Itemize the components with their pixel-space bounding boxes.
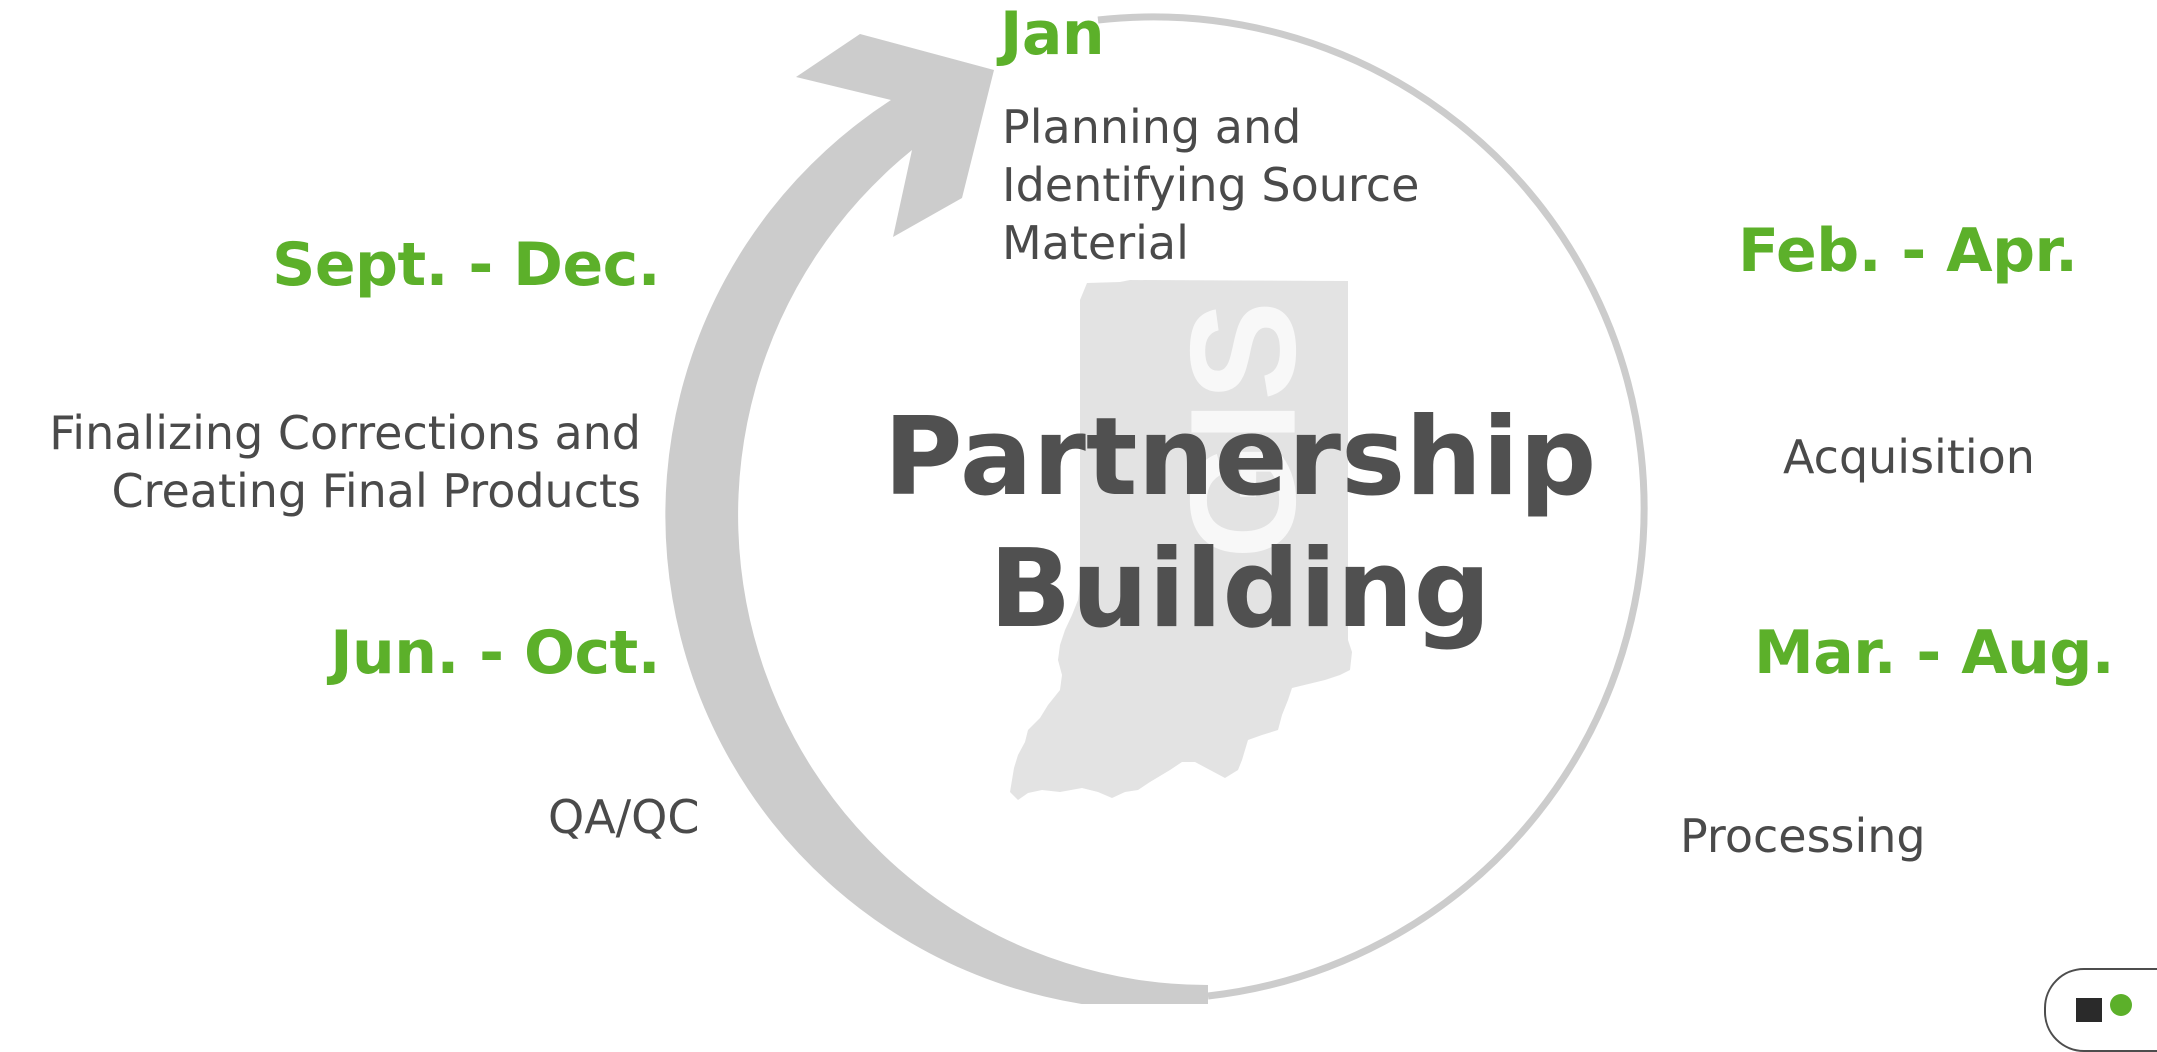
stage-description-sept-dec: Finalizing Corrections and Creating Fina… xyxy=(49,406,641,518)
cycle-diagram: GIS Jan Planning and Identifying Source … xyxy=(49,0,2157,1052)
corner-dark-icon xyxy=(2076,998,2102,1022)
cycle-graphics: GIS xyxy=(665,13,1648,1004)
stage-period-jun-oct: Jun. - Oct. xyxy=(330,618,660,688)
gis-watermark-text: GIS xyxy=(1159,301,1327,559)
diagram-title: Partnership Building xyxy=(883,395,1597,652)
stage-period-mar-aug: Mar. - Aug. xyxy=(1754,618,2115,688)
indiana-map-watermark xyxy=(1010,280,1352,800)
stage-description-feb-apr: Acquisition xyxy=(1783,430,2035,484)
stage-period-sept-dec: Sept. - Dec. xyxy=(272,230,660,300)
stage-period-jan: Jan xyxy=(1000,0,1105,69)
cycle-ring xyxy=(1097,13,1648,1000)
stage-period-feb-apr: Feb. - Apr. xyxy=(1738,216,2078,286)
cycle-arrow xyxy=(665,34,1208,1004)
corner-green-icon xyxy=(2110,994,2132,1016)
stage-description-jan: Planning and Identifying Source Material xyxy=(1002,100,1420,270)
stage-description-mar-aug: Processing xyxy=(1680,809,1926,863)
stage-description-jun-oct: QA/QC xyxy=(548,790,700,844)
corner-app-icon[interactable] xyxy=(2044,968,2157,1052)
